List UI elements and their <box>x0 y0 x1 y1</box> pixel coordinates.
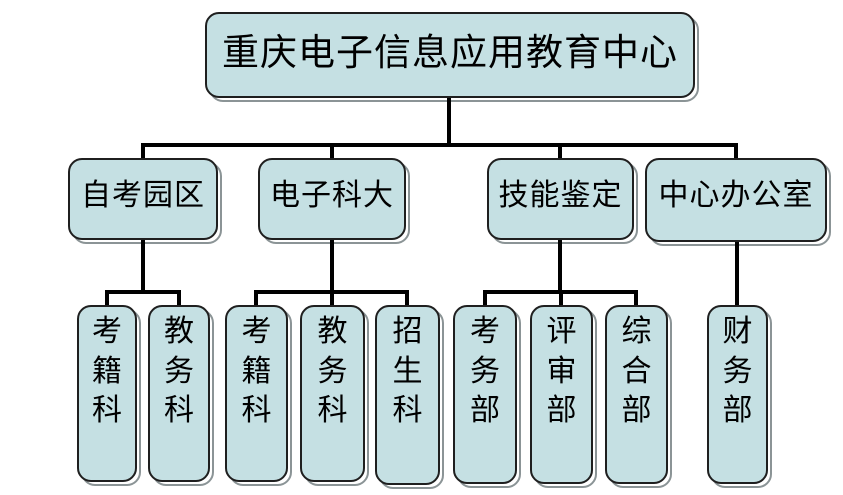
org-node-label: 考籍科 <box>241 315 272 428</box>
org-node-jiaowuke-2: 教务科 <box>300 305 365 482</box>
connector-g3-stub-2 <box>634 292 638 306</box>
org-node-label: 教务科 <box>317 315 348 428</box>
org-node-zhongxinbangongshi: 中心办公室 <box>645 158 827 242</box>
org-node-root-label: 重庆电子信息应用教育中心 <box>222 33 678 74</box>
connector-g1-stub-0 <box>105 292 109 306</box>
org-node-label: 财务部 <box>722 315 753 428</box>
org-node-label: 评审部 <box>546 315 577 428</box>
org-node-label: 综合部 <box>621 315 652 428</box>
org-node-label: 考务部 <box>470 315 500 428</box>
connector-g4-trunk <box>735 239 739 306</box>
org-node-kaowubu: 考务部 <box>453 305 517 484</box>
org-node-label: 教务科 <box>164 315 194 428</box>
connector-root-trunk <box>447 96 451 145</box>
connector-root-rail <box>141 143 738 147</box>
connector-stub-l2-0 <box>141 145 145 160</box>
connector-g2-trunk <box>330 239 334 292</box>
org-node-jinengjianding: 技能鉴定 <box>487 158 634 240</box>
connector-g1-trunk <box>141 239 145 292</box>
org-node-caiwubu: 财务部 <box>707 305 768 484</box>
connector-g2-stub-1 <box>330 292 334 306</box>
connector-g3-trunk <box>558 239 562 292</box>
connector-g2-stub-2 <box>405 292 409 306</box>
org-node-label: 考籍科 <box>92 315 122 428</box>
org-node-label: 技能鉴定 <box>498 179 623 212</box>
org-node-zikaoyuanqu: 自考园区 <box>68 158 218 240</box>
org-node-zonghebu: 综合部 <box>605 305 668 484</box>
connector-g3-stub-1 <box>559 292 563 306</box>
org-node-label: 招生科 <box>392 315 423 428</box>
org-node-jiaowuke-1: 教务科 <box>148 305 210 482</box>
org-node-pingshenbu: 评审部 <box>530 305 593 484</box>
org-node-kaojike-1: 考籍科 <box>77 305 137 482</box>
org-node-label: 电子科大 <box>270 179 394 212</box>
org-node-label: 中心办公室 <box>658 179 814 212</box>
connector-g1-rail <box>105 290 181 294</box>
connector-g3-stub-0 <box>483 292 487 306</box>
org-node-dianzikeda: 电子科大 <box>258 158 406 240</box>
org-node-root: 重庆电子信息应用教育中心 <box>205 12 695 98</box>
org-node-zhaoshengke: 招生科 <box>375 305 440 485</box>
org-node-kaojike-2: 考籍科 <box>225 305 288 482</box>
connector-stub-l2-1 <box>330 145 334 160</box>
connector-g1-stub-1 <box>177 292 181 306</box>
connector-stub-l2-3 <box>734 145 738 160</box>
org-node-label: 自考园区 <box>81 179 205 212</box>
connector-g2-stub-0 <box>254 292 258 306</box>
connector-stub-l2-2 <box>558 145 562 160</box>
